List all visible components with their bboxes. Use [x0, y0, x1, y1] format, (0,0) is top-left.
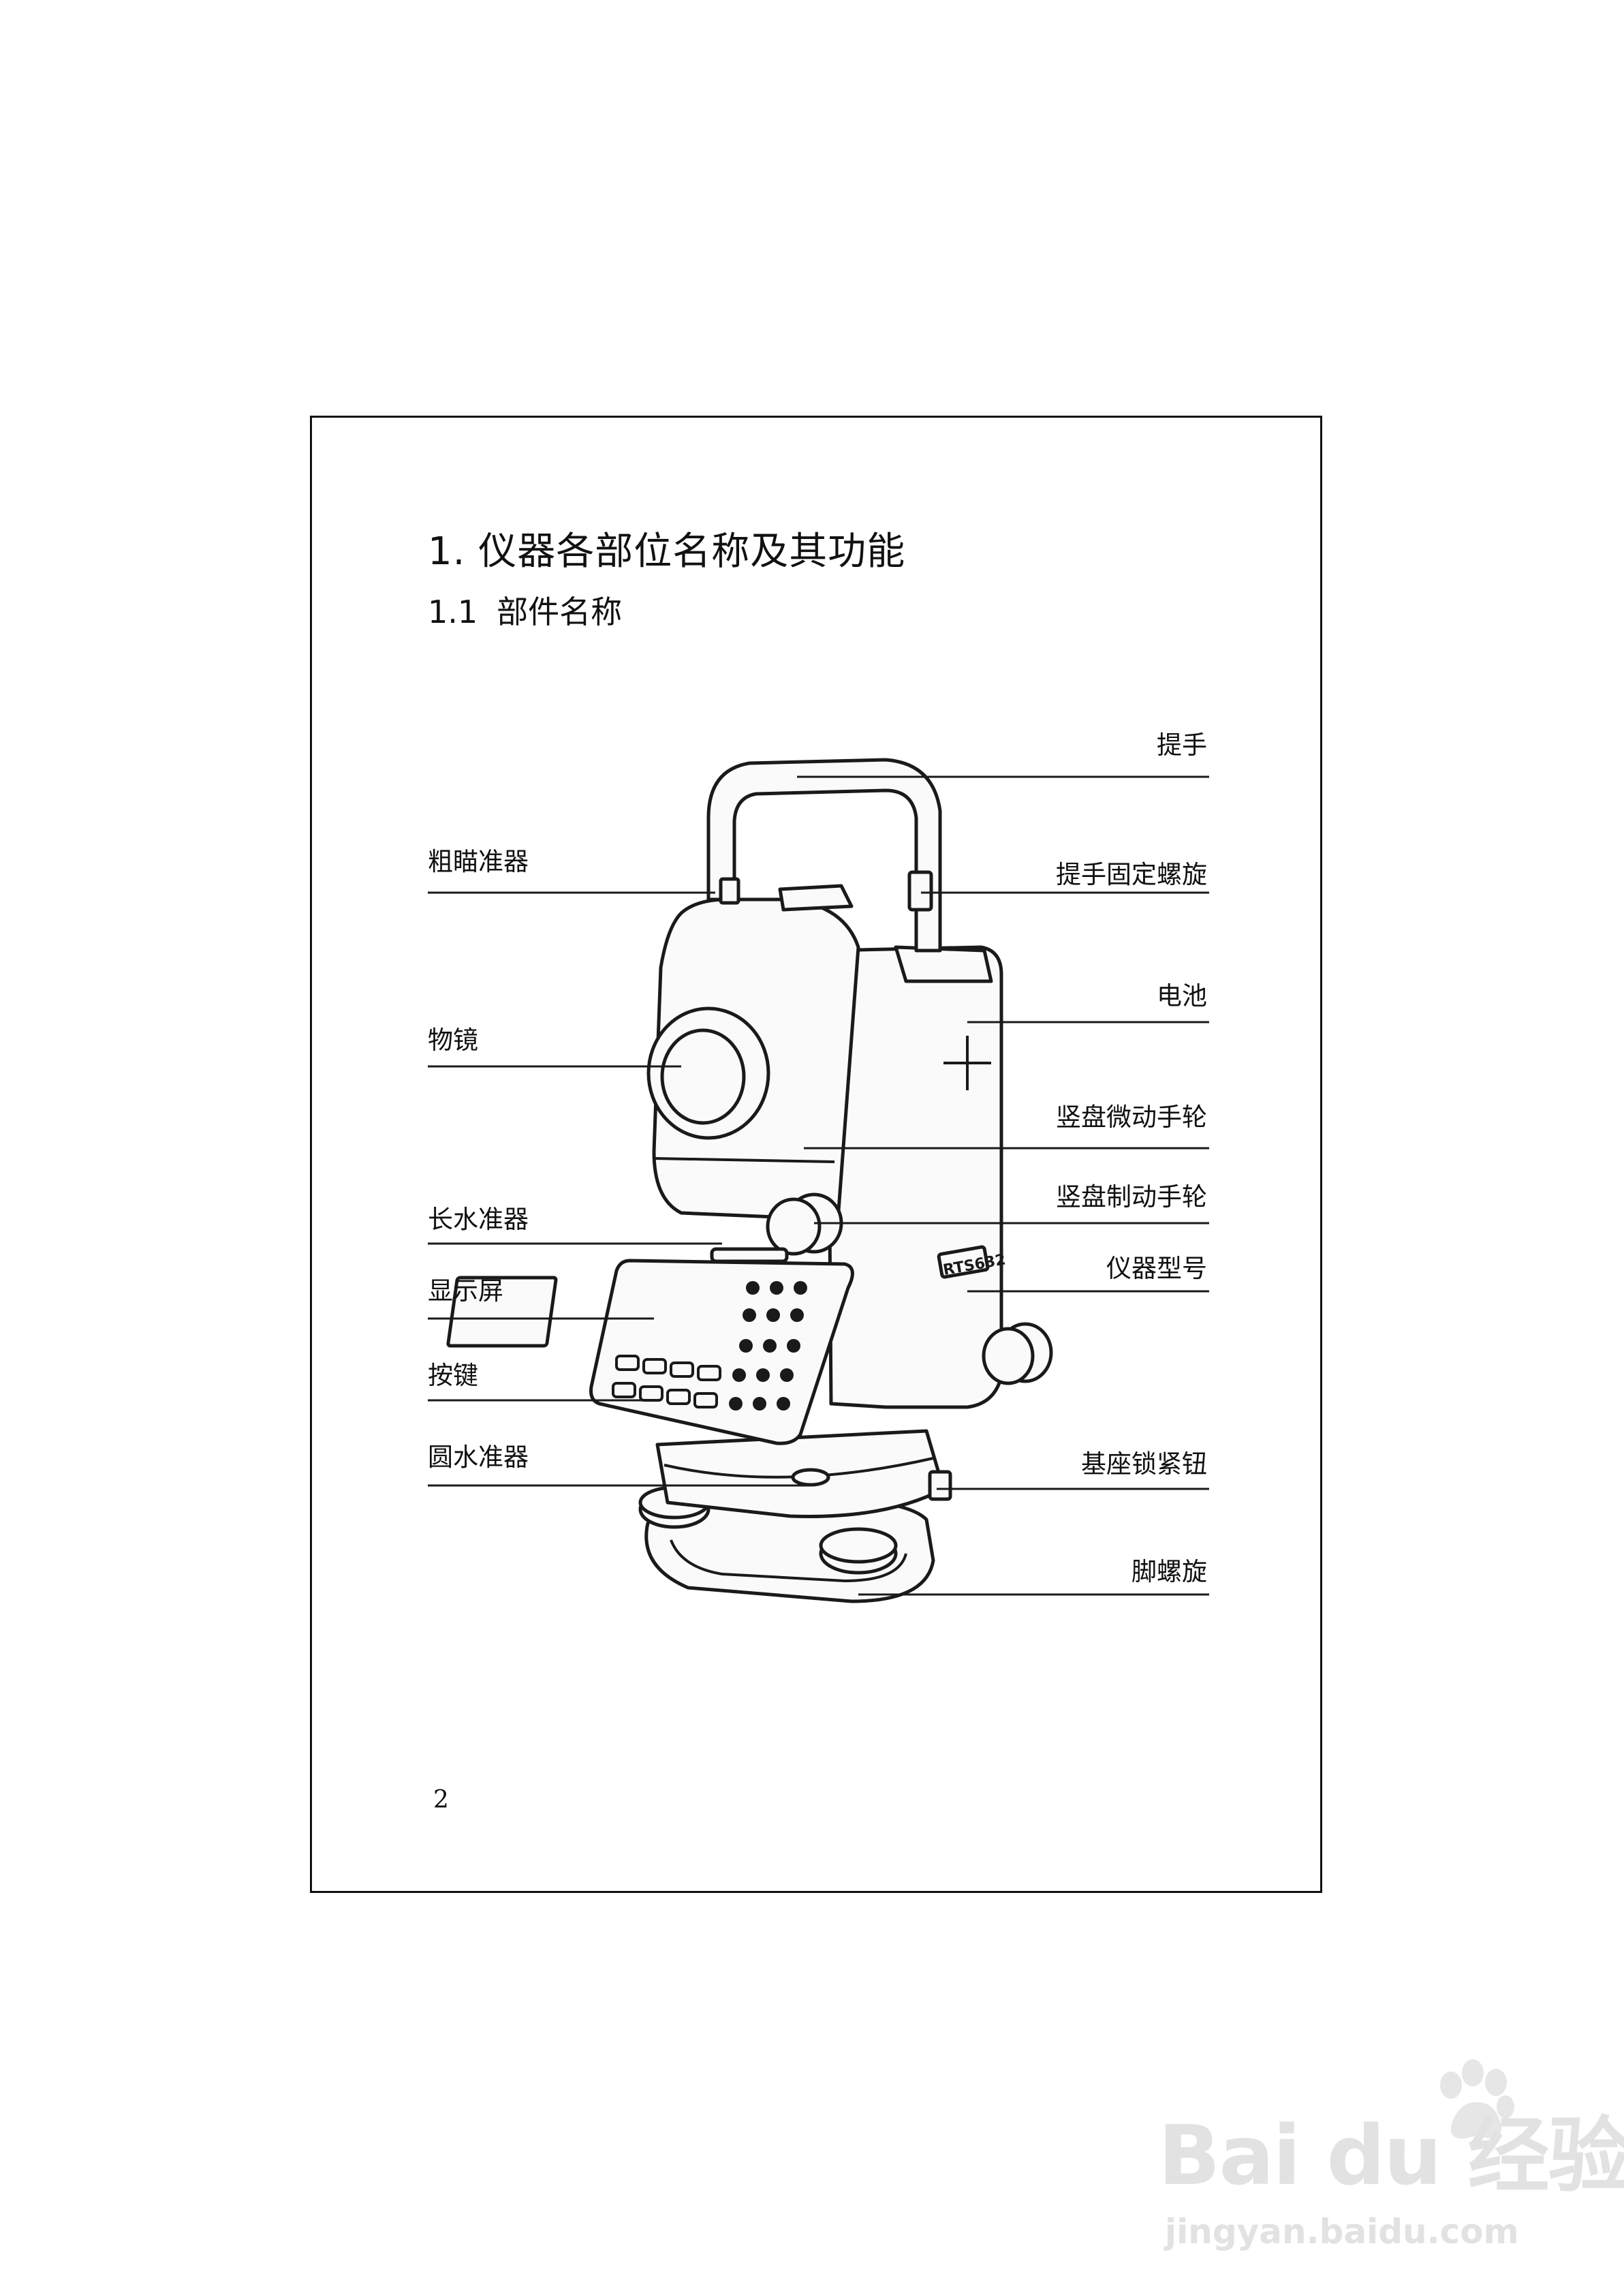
paw-logo-icon — [1440, 2059, 1514, 2139]
leader-lines — [428, 775, 1209, 1596]
label-sight: 粗瞄准器 — [428, 847, 529, 876]
label-model: 仪器型号 — [1106, 1254, 1207, 1283]
section-heading: 1.1 部件名称 — [428, 593, 622, 631]
label-foot-screw: 脚螺旋 — [1131, 1557, 1207, 1586]
label-objective: 物镜 — [428, 1026, 478, 1055]
page-frame — [310, 416, 1322, 1893]
display-screen — [446, 1276, 558, 1348]
keypad-keys — [729, 1281, 807, 1411]
objective-lens — [660, 1028, 746, 1125]
keypad-panel — [589, 1259, 854, 1445]
label-circular-level: 圆水准器 — [428, 1443, 529, 1472]
label-v-clamp: 竖盘制动手轮 — [1056, 1182, 1207, 1212]
model-plate — [937, 1245, 990, 1279]
label-battery: 电池 — [1157, 981, 1207, 1011]
label-keys: 按键 — [428, 1361, 478, 1390]
coarse-sight — [778, 884, 854, 912]
baidu-watermark: Bai du 经验 jingyan.baidu.com — [1158, 2058, 1624, 2269]
section-number: 1.1 — [428, 594, 478, 630]
label-base-lock: 基座锁紧钮 — [1081, 1449, 1207, 1479]
label-handle: 提手 — [1157, 730, 1207, 760]
battery-top — [894, 945, 993, 983]
watermark-brand: Bai du 经验 — [1158, 2109, 1624, 2204]
label-plate-level: 长水准器 — [428, 1205, 529, 1234]
label-v-tangent: 竖盘微动手轮 — [1056, 1103, 1207, 1132]
section-title: 部件名称 — [497, 594, 623, 630]
chapter-title: 1. 仪器各部位名称及其功能 — [428, 529, 906, 574]
handle — [706, 758, 942, 953]
base-lock-knob — [928, 1470, 952, 1501]
page-number: 2 — [433, 1786, 449, 1814]
label-display: 显示屏 — [428, 1276, 503, 1306]
plate-level — [710, 1247, 789, 1263]
label-handle-screw: 提手固定螺旋 — [1056, 860, 1207, 889]
handle-screw — [907, 870, 933, 912]
circular-level-vial — [791, 1468, 830, 1487]
watermark-url: jingyan.baidu.com — [1165, 2212, 1519, 2251]
